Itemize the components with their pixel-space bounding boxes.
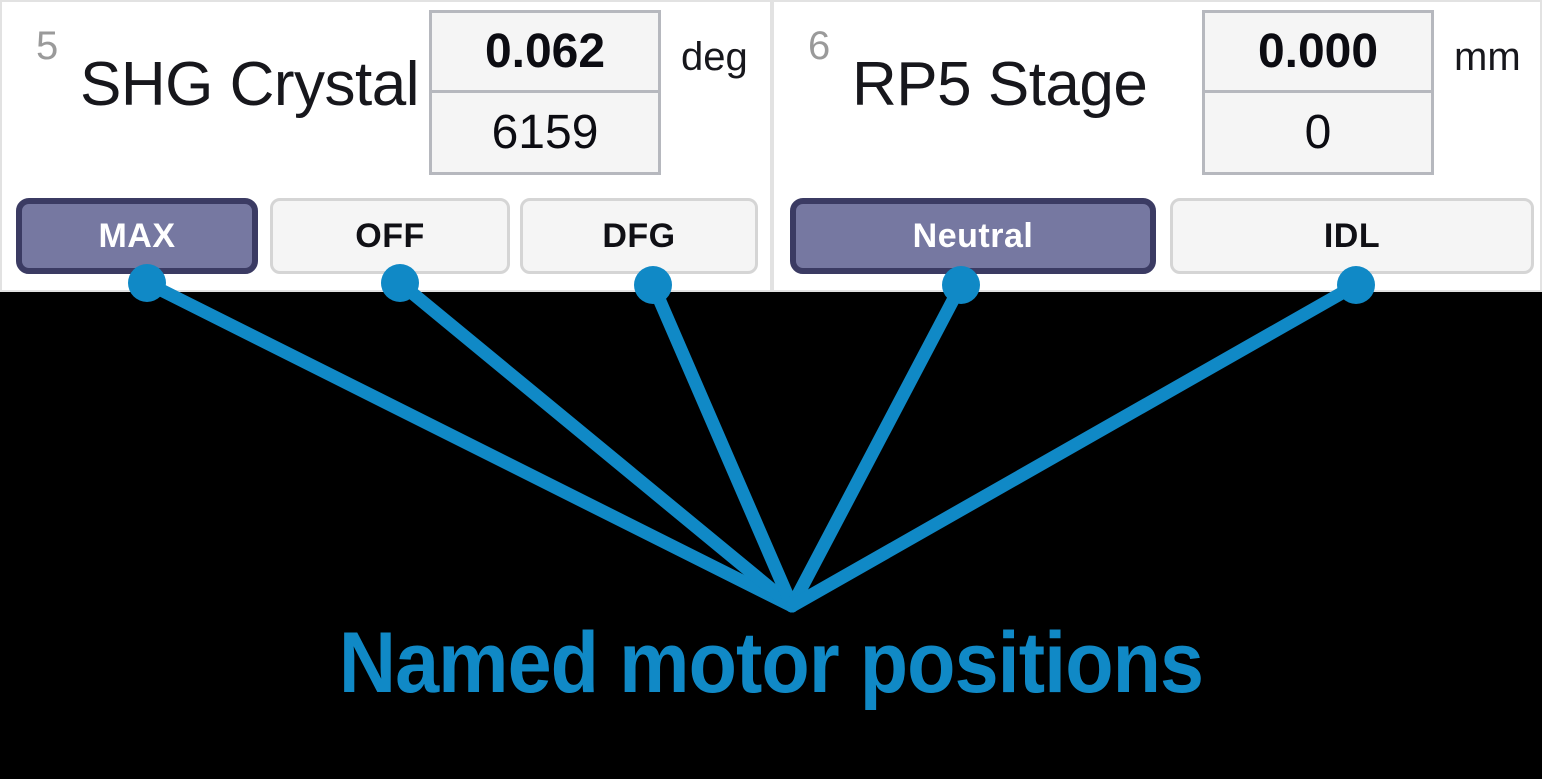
callout-line-max [140,276,799,613]
preset-button-neutral[interactable]: Neutral [790,198,1156,274]
motor-unit-label: deg [681,35,748,79]
annotation-caption: Named motor positions [338,615,1204,711]
preset-button-row-rp5: Neutral IDL [774,198,1540,284]
callout-line-dfg [646,278,799,613]
callout-line-off [393,276,799,613]
panel-index-number: 5 [36,24,59,68]
motor-position-value[interactable]: 0.000 [1205,13,1431,93]
panel-header-rp5: 6 RP5 Stage 0.000 0 mm [774,2,1540,192]
motor-step-value[interactable]: 6159 [491,105,599,159]
panel-index-number: 6 [808,24,831,68]
callout-line-idl [785,278,1363,613]
motor-step-value[interactable]: 0 [1304,105,1332,159]
motor-panel-strip: 5 SHG Crystal 0.062 6159 deg MAX OFF DFG… [0,0,1542,292]
panel-title: SHG Crystal [80,50,419,119]
preset-button-max[interactable]: MAX [16,198,258,274]
panel-title: RP5 Stage [852,50,1148,119]
motor-panel-rp5-stage[interactable]: 6 RP5 Stage 0.000 0 mm Neutral IDL [772,0,1542,292]
panel-header-shg: 5 SHG Crystal 0.062 6159 deg [2,2,770,192]
motor-position-value[interactable]: 0.062 [432,13,658,93]
preset-button-row-shg: MAX OFF DFG [2,198,770,284]
motor-value-box[interactable]: 0.062 6159 [429,10,661,175]
preset-button-idl[interactable]: IDL [1170,198,1534,274]
callout-line-neutral [785,278,968,613]
motor-value-box[interactable]: 0.000 0 [1202,10,1434,175]
callout-lines [140,276,1363,613]
preset-button-dfg[interactable]: DFG [520,198,758,274]
preset-button-off[interactable]: OFF [270,198,510,274]
motor-panel-shg-crystal[interactable]: 5 SHG Crystal 0.062 6159 deg MAX OFF DFG [0,0,772,292]
motor-unit-label: mm [1454,35,1521,79]
